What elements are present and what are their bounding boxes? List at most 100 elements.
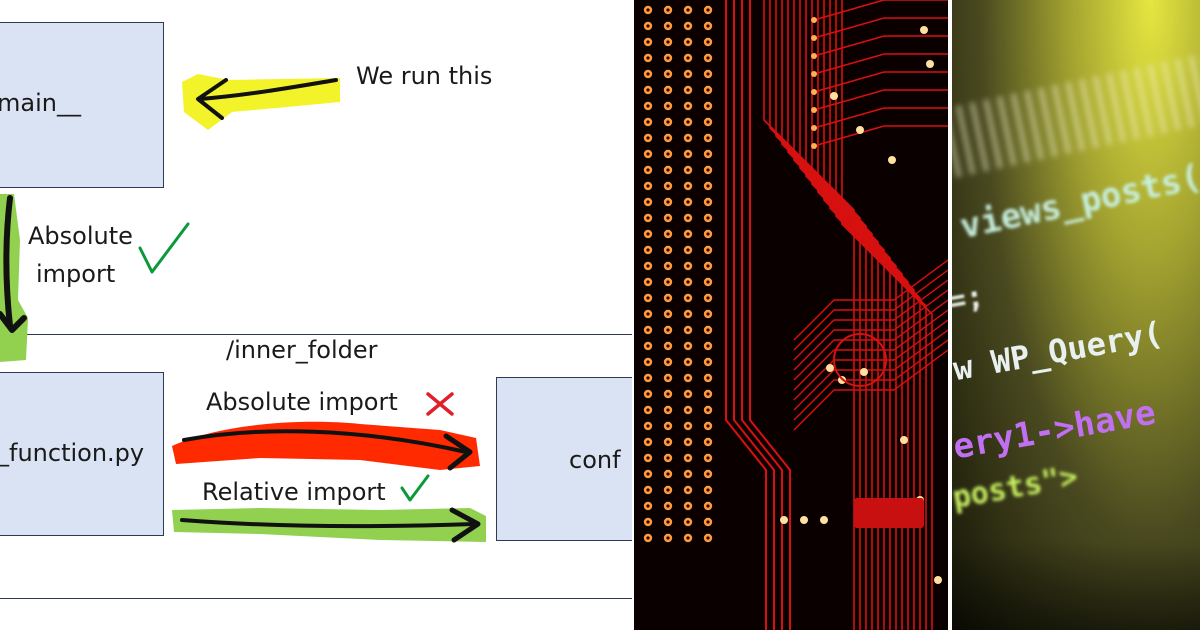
- pcb-pad: [811, 143, 817, 149]
- pcb-pad: [811, 53, 817, 59]
- pcb-trace: [823, 0, 915, 630]
- via-hole: [706, 488, 710, 492]
- via-hole: [666, 440, 670, 444]
- relative-import-arrowhead: [449, 507, 481, 543]
- via-hole: [666, 360, 670, 364]
- pcb-trace: [805, 0, 897, 630]
- via-hole: [666, 72, 670, 76]
- via-hole: [666, 24, 670, 28]
- pcb-pad: [811, 71, 817, 77]
- via-hole: [686, 488, 690, 492]
- via-hole: [646, 312, 650, 316]
- pcb-pad: [920, 26, 928, 34]
- via-hole: [706, 248, 710, 252]
- pcb-pad: [926, 60, 934, 68]
- via-hole: [646, 344, 650, 348]
- via-hole: [706, 408, 710, 412]
- via-hole: [686, 24, 690, 28]
- via-hole: [706, 88, 710, 92]
- relative-import-arrow: [180, 518, 476, 529]
- via-hole: [706, 200, 710, 204]
- pcb-pad: [800, 516, 808, 524]
- pcb-trace: [813, 125, 948, 147]
- via-hole: [686, 456, 690, 460]
- via-hole: [686, 248, 690, 252]
- via-hole: [706, 232, 710, 236]
- via-hole: [686, 8, 690, 12]
- via-hole: [646, 424, 650, 428]
- via-hole: [706, 136, 710, 140]
- absolute-import-side-arrowhead: [443, 433, 473, 471]
- pcb-trace: [793, 269, 948, 351]
- via-hole: [706, 168, 710, 172]
- via-hole: [686, 504, 690, 508]
- pcb-trace: [769, 0, 861, 630]
- main-module-label: main__: [0, 89, 81, 117]
- function-module-box: _function.py: [0, 372, 164, 536]
- via-hole: [686, 88, 690, 92]
- via-hole: [666, 216, 670, 220]
- via-hole: [686, 168, 690, 172]
- via-hole: [646, 360, 650, 364]
- via-hole: [646, 280, 650, 284]
- via-hole: [686, 72, 690, 76]
- via-hole: [666, 328, 670, 332]
- via-hole: [686, 104, 690, 108]
- pcb-trace: [793, 319, 948, 401]
- absolute-import-top-label-line2: import: [36, 260, 116, 288]
- via-hole: [646, 456, 650, 460]
- via-hole: [686, 472, 690, 476]
- pcb-trace: [793, 329, 948, 411]
- via-hole: [666, 8, 670, 12]
- via-hole: [686, 376, 690, 380]
- via-hole: [666, 392, 670, 396]
- via-hole: [646, 24, 650, 28]
- diagram-annotations: [0, 74, 486, 543]
- we-run-this-label: We run this: [356, 62, 493, 90]
- main-module-box: main__: [0, 22, 164, 188]
- absolute-import-down-arrowhead: [0, 311, 27, 333]
- pcb-trace: [813, 0, 948, 21]
- absolute-import-side-arrow: [182, 429, 468, 454]
- pcb-pad: [856, 126, 864, 134]
- via-hole: [686, 40, 690, 44]
- pcb-pad: [811, 89, 817, 95]
- pcb-trace: [793, 0, 885, 630]
- via-hole: [706, 184, 710, 188]
- we-run-this-arrowhead: [196, 78, 228, 120]
- via-hole: [666, 408, 670, 412]
- pcb-trace: [793, 289, 948, 371]
- pcb-trace: [813, 71, 948, 93]
- via-hole: [666, 168, 670, 172]
- check-mark-icon: [138, 222, 190, 274]
- pcb-trace: [799, 0, 891, 630]
- via-hole: [706, 280, 710, 284]
- pcb-pad: [820, 516, 828, 524]
- via-hole: [666, 40, 670, 44]
- pcb-trace: [781, 0, 873, 630]
- via-hole: [646, 328, 650, 332]
- we-run-this-arrow: [198, 78, 338, 101]
- via-hole: [686, 280, 690, 284]
- via-hole: [666, 200, 670, 204]
- via-hole: [646, 8, 650, 12]
- via-hole: [646, 232, 650, 236]
- via-hole: [646, 40, 650, 44]
- pcb-ring: [833, 333, 887, 387]
- pcb-trace: [813, 89, 948, 111]
- via-hole: [706, 120, 710, 124]
- via-hole: [706, 24, 710, 28]
- via-hole: [706, 504, 710, 508]
- pcb-trace: [793, 309, 948, 391]
- via-hole: [706, 392, 710, 396]
- pcb-trace: [741, 0, 783, 630]
- pcb-trace: [793, 339, 948, 421]
- via-hole: [686, 56, 690, 60]
- via-hole: [666, 264, 670, 268]
- via-hole: [686, 424, 690, 428]
- via-hole: [666, 296, 670, 300]
- config-module-label: conf: [569, 446, 621, 474]
- via-hole: [646, 488, 650, 492]
- via-hole: [666, 344, 670, 348]
- via-hole: [646, 248, 650, 252]
